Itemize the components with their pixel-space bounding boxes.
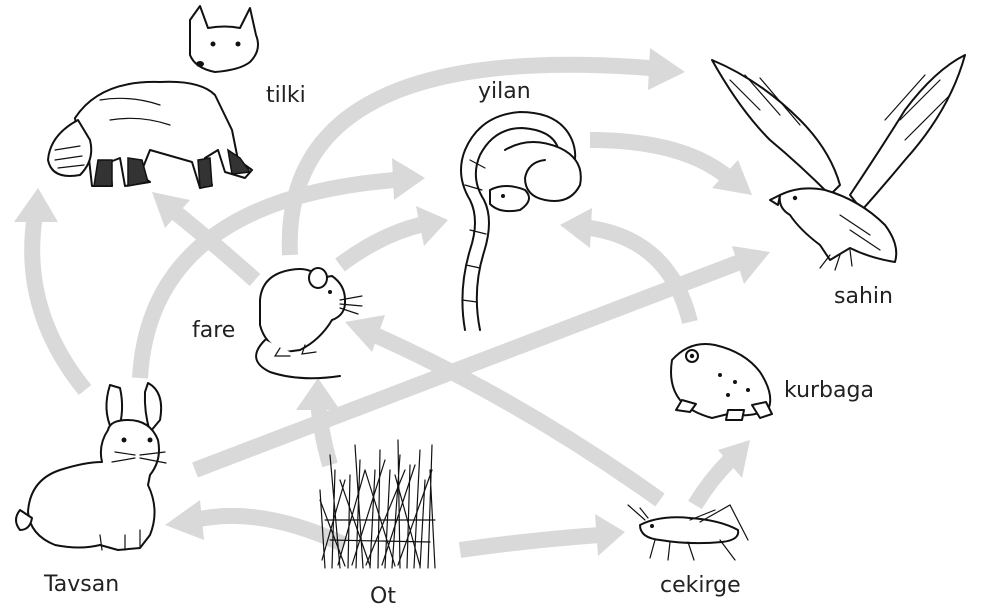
hawk-illustration [712, 55, 965, 270]
snake-illustration [461, 112, 581, 330]
arrow-ot-tavsan [165, 500, 345, 545]
label-cekirge: cekirge [660, 573, 741, 598]
label-tilki: tilki [266, 83, 306, 108]
arrow-cekirge-fare [345, 315, 660, 500]
arrow-fare-yilan [340, 206, 448, 265]
rabbit-illustration [16, 383, 166, 550]
arrow-fare-tilki [152, 192, 255, 280]
label-tavsan: Tavsan [43, 572, 119, 597]
arrow-tavsan-tilki [14, 188, 85, 390]
arrow-ot-cekirge [460, 514, 625, 556]
label-sahin: sahin [834, 284, 893, 309]
label-yilan: yilan [478, 79, 531, 104]
arrow-yilan-sahin [590, 140, 752, 195]
arrow-cekirge-kurbaga [695, 440, 750, 505]
label-kurbaga: kurbaga [784, 378, 874, 403]
label-ot: Ot [370, 584, 396, 609]
label-fare: fare [192, 318, 235, 343]
grasshopper-illustration [628, 505, 748, 560]
frog-illustration [671, 344, 772, 420]
fox-illustration [48, 6, 258, 188]
